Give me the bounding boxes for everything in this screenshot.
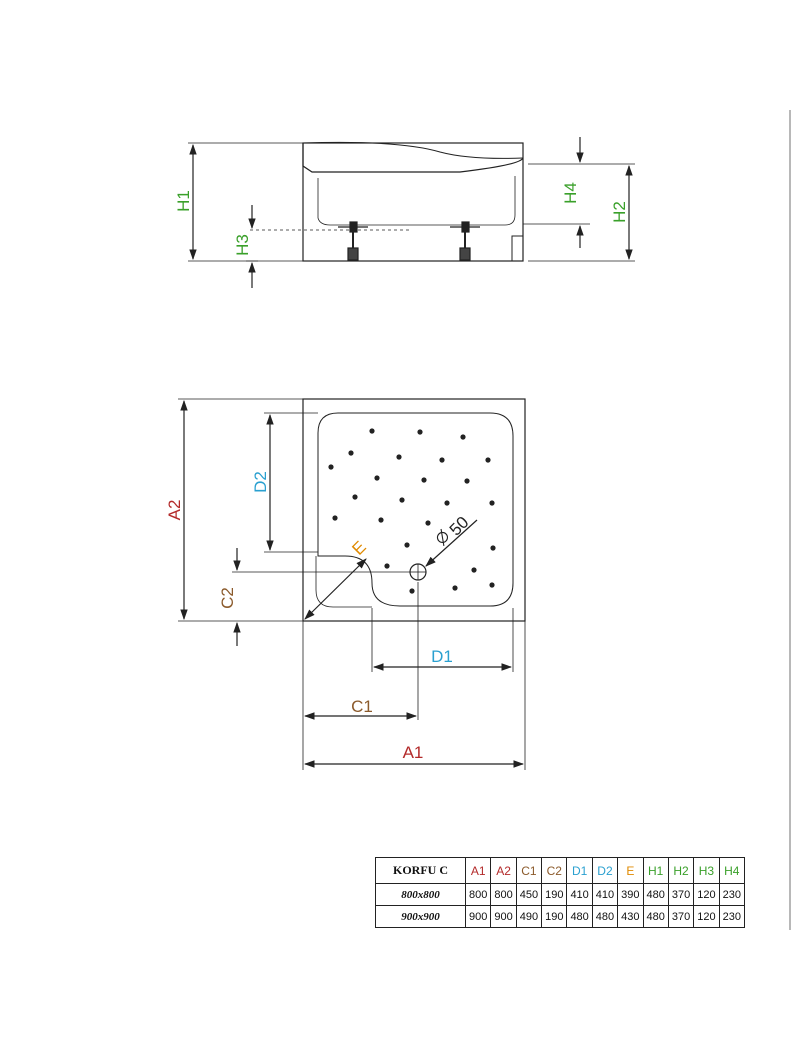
column-header-e: E xyxy=(617,857,644,884)
value-cell-h4: 230 xyxy=(718,905,745,928)
value-cell-h1: 480 xyxy=(642,905,669,928)
value-cell-a1: 900 xyxy=(464,905,492,928)
c1-label: C1 xyxy=(351,697,373,716)
d1-label: D1 xyxy=(431,647,453,666)
tray-inner-basin-outline xyxy=(317,412,514,607)
value-cell-h1: 480 xyxy=(642,883,669,906)
tray-side-body xyxy=(302,142,524,262)
column-header-h4: H4 xyxy=(718,857,745,884)
a1-label: A1 xyxy=(403,743,424,762)
value-cell-h4: 230 xyxy=(718,883,745,906)
h3-label: H3 xyxy=(233,234,252,256)
value-cell-h3: 120 xyxy=(693,883,720,906)
size-cell: 900x900 xyxy=(375,905,466,928)
d2-label: D2 xyxy=(251,471,270,493)
value-cell-e: 390 xyxy=(617,883,644,906)
value-cell-d1: 410 xyxy=(566,883,593,906)
value-cell-c2: 190 xyxy=(541,883,568,906)
column-header-h3: H3 xyxy=(693,857,720,884)
tray-outer-square xyxy=(302,398,526,622)
e-dimension-line xyxy=(304,558,367,620)
tray-top-profile xyxy=(302,143,524,173)
value-cell-c1: 490 xyxy=(515,905,543,928)
column-header-c1: C1 xyxy=(515,857,543,884)
value-cell-d2: 410 xyxy=(591,883,619,906)
value-cell-h2: 370 xyxy=(667,883,695,906)
value-cell-h3: 120 xyxy=(693,905,720,928)
c2-label: C2 xyxy=(218,587,237,609)
top-view xyxy=(178,398,526,770)
tray-inner-basin xyxy=(317,176,516,226)
e-label: E xyxy=(348,537,369,558)
tray-curved-lip xyxy=(302,141,524,159)
value-cell-a2: 800 xyxy=(490,883,517,906)
diameter-symbol-icon xyxy=(436,528,449,547)
column-header-d1: D1 xyxy=(566,857,593,884)
page-edge-line xyxy=(789,110,791,930)
value-cell-d1: 480 xyxy=(566,905,593,928)
drain-leader-line xyxy=(425,519,478,567)
right-foot xyxy=(450,221,480,261)
value-cell-a2: 900 xyxy=(490,905,517,928)
h4-label: H4 xyxy=(561,182,580,204)
value-cell-c1: 450 xyxy=(515,883,543,906)
left-foot xyxy=(338,221,368,261)
value-cell-h2: 370 xyxy=(667,905,695,928)
side-view xyxy=(188,137,635,288)
column-header-a1: A1 xyxy=(464,857,492,884)
drain-diameter-label: 50 xyxy=(446,513,473,540)
tray-step xyxy=(511,160,524,261)
h1-label: H1 xyxy=(174,190,193,212)
value-cell-a1: 800 xyxy=(464,883,492,906)
column-header-h1: H1 xyxy=(642,857,669,884)
anti-slip-dots xyxy=(328,428,496,594)
column-header-h2: H2 xyxy=(667,857,695,884)
value-cell-c2: 190 xyxy=(541,905,568,928)
size-cell: 800x800 xyxy=(375,883,466,906)
column-header-d2: D2 xyxy=(591,857,619,884)
h2-label: H2 xyxy=(610,201,629,223)
value-cell-e: 430 xyxy=(617,905,644,928)
model-name: KORFU C xyxy=(375,857,466,884)
column-header-a2: A2 xyxy=(490,857,517,884)
column-header-c2: C2 xyxy=(541,857,568,884)
value-cell-d2: 480 xyxy=(591,905,619,928)
a2-label: A2 xyxy=(165,500,184,521)
